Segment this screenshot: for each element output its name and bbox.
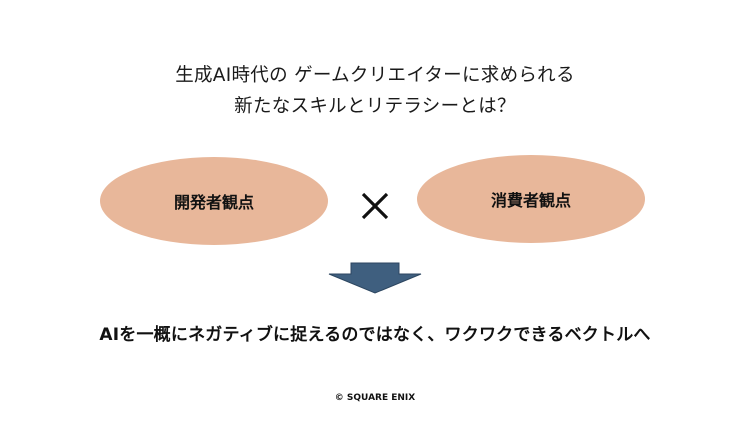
developer-perspective-ellipse: 開発者観点: [100, 157, 328, 245]
consumer-perspective-label: 消費者観点: [490, 191, 571, 210]
copyright-footer: © SQUARE ENIX: [334, 393, 416, 403]
consumer-perspective-ellipse: 消費者観点: [417, 155, 645, 243]
title-line-2: 新たなスキルとリテラシーとは？: [234, 96, 516, 117]
down-arrow-icon: [328, 262, 422, 294]
slide-title: 生成AI時代の ゲームクリエイターに求められる 新たなスキルとリテラシーとは？: [0, 60, 750, 122]
multiply-icon: [361, 192, 389, 220]
title-line-1: 生成AI時代の ゲームクリエイターに求められる: [175, 65, 575, 86]
developer-perspective-label: 開発者観点: [173, 193, 254, 212]
conclusion-text: AIを一概にネガティブに捉えるのではなく、ワクワクできるベクトルへ: [99, 325, 651, 345]
